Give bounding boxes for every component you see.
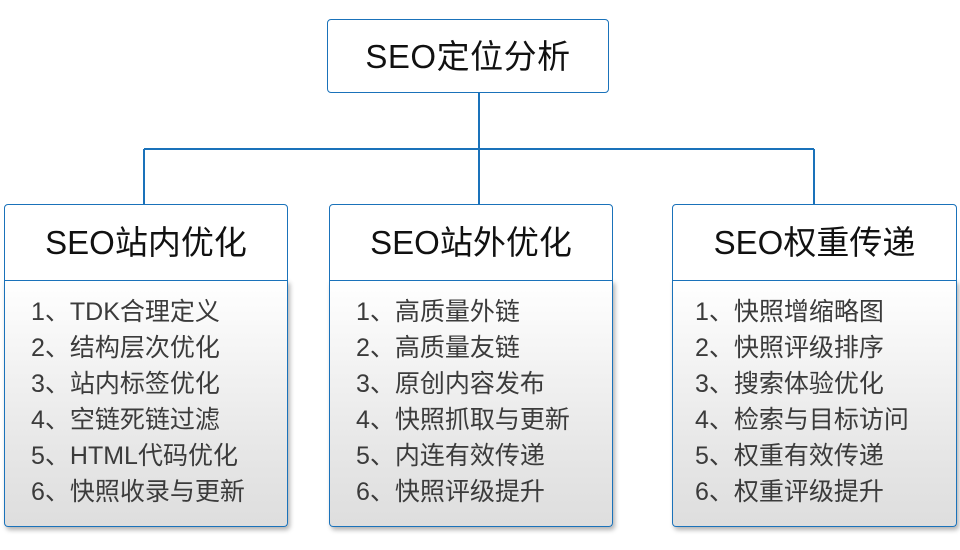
root-node[interactable]: SEO定位分析 [327,19,609,93]
list-item: 3、原创内容发布 [356,370,545,398]
branch-header-title: SEO权重传递 [713,224,916,261]
list-item: 4、检索与目标访问 [695,406,909,434]
branch-header-1[interactable]: SEO站内优化 [4,204,288,281]
list-item: 3、站内标签优化 [31,370,220,398]
list-item: 6、权重评级提升 [695,478,884,506]
branch-item-list-1: 1、TDK合理定义 2、结构层次优化 3、站内标签优化 4、空链死链过滤 5、H… [5,294,287,510]
list-item: 1、快照增缩略图 [695,298,884,326]
branch-item-list-2: 1、高质量外链 2、高质量友链 3、原创内容发布 4、快照抓取与更新 5、内连有… [330,294,612,510]
branch-body-1: 1、TDK合理定义 2、结构层次优化 3、站内标签优化 4、空链死链过滤 5、H… [4,280,288,527]
list-item: 2、快照评级排序 [695,334,884,362]
list-item: 4、空链死链过滤 [31,406,220,434]
branch-column-3[interactable]: SEO权重传递 1、快照增缩略图 2、快照评级排序 3、搜索体验优化 4、检索与… [672,204,957,528]
branch-column-2[interactable]: SEO站外优化 1、高质量外链 2、高质量友链 3、原创内容发布 4、快照抓取与… [329,204,613,528]
list-item: 2、结构层次优化 [31,334,220,362]
list-item: 5、内连有效传递 [356,442,545,470]
list-item: 1、TDK合理定义 [31,298,220,326]
branch-item-list-3: 1、快照增缩略图 2、快照评级排序 3、搜索体验优化 4、检索与目标访问 5、权… [673,294,956,510]
list-item: 1、高质量外链 [356,298,520,326]
list-item: 5、HTML代码优化 [31,442,238,470]
list-item: 5、权重有效传递 [695,442,884,470]
branch-header-2[interactable]: SEO站外优化 [329,204,613,281]
branch-header-3[interactable]: SEO权重传递 [672,204,957,281]
list-item: 3、搜索体验优化 [695,370,884,398]
list-item: 2、高质量友链 [356,334,520,362]
branch-body-3: 1、快照增缩略图 2、快照评级排序 3、搜索体验优化 4、检索与目标访问 5、权… [672,280,957,527]
branch-header-title: SEO站内优化 [45,224,247,261]
list-item: 6、快照收录与更新 [31,478,245,506]
list-item: 6、快照评级提升 [356,478,545,506]
branch-column-1[interactable]: SEO站内优化 1、TDK合理定义 2、结构层次优化 3、站内标签优化 4、空链… [4,204,288,528]
list-item: 4、快照抓取与更新 [356,406,570,434]
branch-body-2: 1、高质量外链 2、高质量友链 3、原创内容发布 4、快照抓取与更新 5、内连有… [329,280,613,527]
branch-header-title: SEO站外优化 [370,224,572,261]
root-node-title: SEO定位分析 [365,37,571,75]
